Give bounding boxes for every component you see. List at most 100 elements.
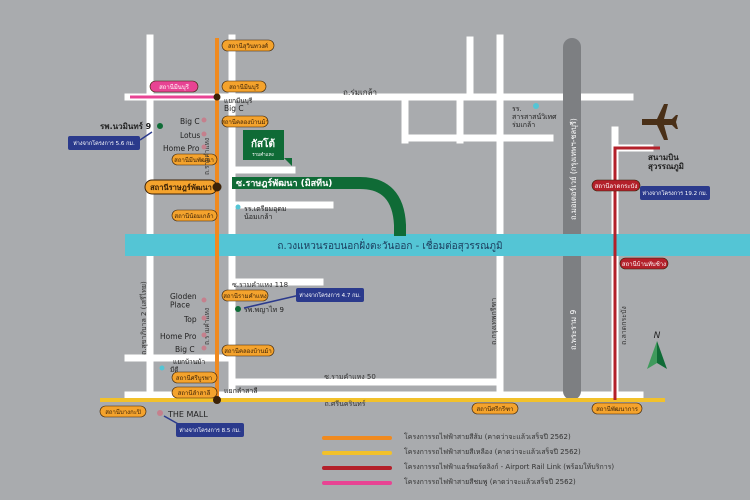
- road-srinakarin-label: ถ.ศรีนครินทร์: [324, 400, 365, 408]
- place-home-pro-1: Home Pro: [163, 144, 200, 153]
- place-dot-school-saraswat: [533, 103, 539, 109]
- place-lam-sali-junction: แยกลำสาลี: [224, 387, 258, 395]
- station-dots: [212, 93, 222, 404]
- station-ratphatthana-label: สถานีราษฎร์พัฒนา: [150, 183, 212, 192]
- road-krungthep-kritha-label: ถ.กรุงเทพกรีฑา: [490, 298, 498, 345]
- station-hua-mak: [591, 402, 643, 415]
- callout-mall-text: ห่างจากโครงการ 8.5 กม.: [179, 426, 241, 434]
- project-subtitle: รามคำแหง: [252, 151, 274, 158]
- place-dot-top: [201, 315, 207, 321]
- project-marker: [284, 158, 292, 166]
- legend-swatch-pink: [322, 480, 392, 485]
- place-min-buri-junction: แยกมีนบุรี: [224, 97, 253, 105]
- place-big-c-1: Big C: [224, 104, 244, 113]
- legend-text-pink: โครงการรถไฟฟ้าสายสีชมพู (คาดว่าจะแล้วเสร…: [404, 478, 576, 486]
- station-khlong-ban-ma-lower-label: สถานีคลองบ้านม้า: [224, 347, 272, 355]
- legend-text-airport-link: โครงการรถไฟฟ้าแอร์พอร์ตลิงก์ - Airport R…: [404, 463, 615, 471]
- station-khlong-ban-ma-lower: [221, 344, 275, 357]
- place-dot-big-c-2: [201, 117, 207, 123]
- station-bang-kapi-label: สถานีบางกะปิ: [105, 408, 141, 416]
- station-lat-krabang: [591, 179, 641, 192]
- place-big-c-2: Big C: [180, 117, 200, 126]
- road-ramkhamhaeng-label-top: ถ.รามคำแหง: [203, 138, 211, 175]
- station-min-buri-pink: [149, 80, 199, 93]
- project-road-label: ซ.ราษฎร์พัฒนา (มิสทีน): [236, 177, 332, 189]
- place-dot-big-c-3: [201, 345, 207, 351]
- place-dot-lotus: [201, 131, 207, 137]
- legend-item-orange: โครงการรถไฟฟ้าสายสีส้ม (คาดว่าจะแล้วเสร็…: [322, 430, 742, 445]
- road-rama-9-label: ถ.พระราม 9: [569, 310, 578, 350]
- callout-nawamin-text: ห่างจากโครงการ 5.6 กม.: [73, 139, 135, 147]
- legend-swatch-airport-link: [322, 465, 392, 470]
- legend: โครงการรถไฟฟ้าสายสีส้ม (คาดว่าจะแล้วเสร็…: [322, 430, 742, 490]
- callout-mall: [176, 423, 244, 437]
- callout-airport-text: ห่างจากโครงการ 19.2 กม.: [642, 189, 707, 197]
- place-dot-makro: [159, 365, 165, 371]
- station-suwinthawong-label: สถานีสุวินทวงศ์: [228, 42, 268, 50]
- legend-item-pink: โครงการรถไฟฟ้าสายสีชมพู (คาดว่าจะแล้วเสร…: [322, 475, 742, 490]
- legend-swatch-orange: [322, 435, 392, 440]
- place-dot-home-pro-2: [201, 332, 207, 338]
- callout-pointer-nawamin: [139, 131, 153, 141]
- station-wat-phra-ram-9-label: สถานีศรีบูรพา: [176, 374, 212, 382]
- airport-rail-link: [613, 146, 660, 400]
- station-nom-klao-label: สถานีน้อมเกล้า: [174, 212, 213, 220]
- airplane-icon: [642, 104, 678, 140]
- station-wat-phra-ram-9: [171, 371, 218, 384]
- place-the-mall: THE MALL: [167, 410, 208, 419]
- ring-road-label: ถ.วงแหวนรอบนอกฝั่งตะวันออก - เชื่อมต่อสุ…: [277, 238, 502, 252]
- place-airport: สนามบินสุวรรณภูมิ: [648, 153, 684, 172]
- legend-text-yellow: โครงการรถไฟฟ้าสายสีเหลือง (คาดว่าจะแล้วเ…: [404, 448, 581, 456]
- compass-label: N: [654, 331, 661, 341]
- station-min-buri: [221, 80, 267, 93]
- station-khlong-ban-ma-label: สถานีคลองบ้านม้า: [221, 118, 269, 126]
- project-logo: [243, 130, 284, 160]
- place-dot-hospital: [235, 306, 241, 312]
- station-ramkhamhaeng: [221, 289, 269, 302]
- callout-airport: [640, 186, 710, 200]
- callout-nawamin: [68, 136, 140, 150]
- project-name: กัสโต้: [251, 137, 275, 150]
- road-motorway-label: ถ.มอเตอร์เวย์ (กรุงเทพฯ-ชลบุรี): [569, 118, 578, 220]
- place-top: Top: [183, 315, 197, 324]
- project-road: [232, 177, 406, 236]
- station-khlong-ban-ma: [221, 115, 269, 128]
- place-dot-home-pro-1: [201, 144, 207, 150]
- station-dot-ratphatthana: [212, 182, 222, 192]
- station-ramkhamhaeng-label: สถานีรามคำแหง: [223, 292, 267, 300]
- station-sinakarin-label: สถานีศรีกรีฑา: [476, 405, 513, 413]
- road-rom-klao-label: ถ.ร่มเกล้า: [343, 88, 377, 97]
- compass-icon: N: [647, 331, 667, 369]
- place-hospital: รพ.พญาไท 9: [244, 305, 284, 314]
- station-ban-thap-chang-label: สถานีบ้านทับช้าง: [622, 260, 666, 268]
- callout-hospital: [296, 288, 364, 302]
- station-dot-min-buri: [213, 93, 221, 101]
- place-dot-school-nuam: [235, 204, 241, 210]
- callout-hospital-text: ห่างจากโครงการ 4.7 กม.: [299, 291, 361, 299]
- station-lam-sali-upper: [171, 386, 218, 399]
- callout-pointer-hospital: [243, 294, 301, 309]
- station-min-phatthana-label: สถานีมีนพัฒนา: [174, 156, 214, 164]
- station-bang-kapi: [99, 405, 147, 418]
- place-lotus: Lotus: [180, 131, 200, 140]
- motorway-band: [563, 38, 581, 400]
- place-home-pro-2: Home Pro: [160, 332, 197, 341]
- road-ramkhamhaeng-118-label: ซ.รามคำแหง 118: [232, 281, 288, 289]
- station-ban-thap-chang: [619, 257, 669, 270]
- place-dot-gloden: [201, 297, 207, 303]
- place-makro: มีดี: [170, 366, 179, 374]
- place-dot-nawamin: [157, 123, 163, 129]
- place-school-saraswat: รร.สารสาสน์วิเทศร่มเกล้า: [512, 105, 557, 129]
- road-ramkhamhaeng-50-label: ซ.รามคำแหง 50: [324, 373, 376, 381]
- station-min-phatthana: [171, 153, 218, 166]
- station-min-buri-pink-label: สถานีมีนบุรี: [159, 83, 190, 91]
- legend-item-airport-link: โครงการรถไฟฟ้าแอร์พอร์ตลิงก์ - Airport R…: [322, 460, 742, 475]
- road-lat-krabang-label: ถ.ลาดกระบัง: [620, 306, 628, 345]
- legend-item-yellow: โครงการรถไฟฟ้าสายสีเหลือง (คาดว่าจะแล้วเ…: [322, 445, 742, 460]
- station-min-buri-label: สถานีมีนบุรี: [229, 83, 260, 91]
- station-dot-lam-sali: [213, 396, 221, 404]
- place-dots: [157, 103, 539, 416]
- road-sukhaphiban-label: ถ.สุขาภิบาล 2 (เสรีไทย): [139, 281, 148, 355]
